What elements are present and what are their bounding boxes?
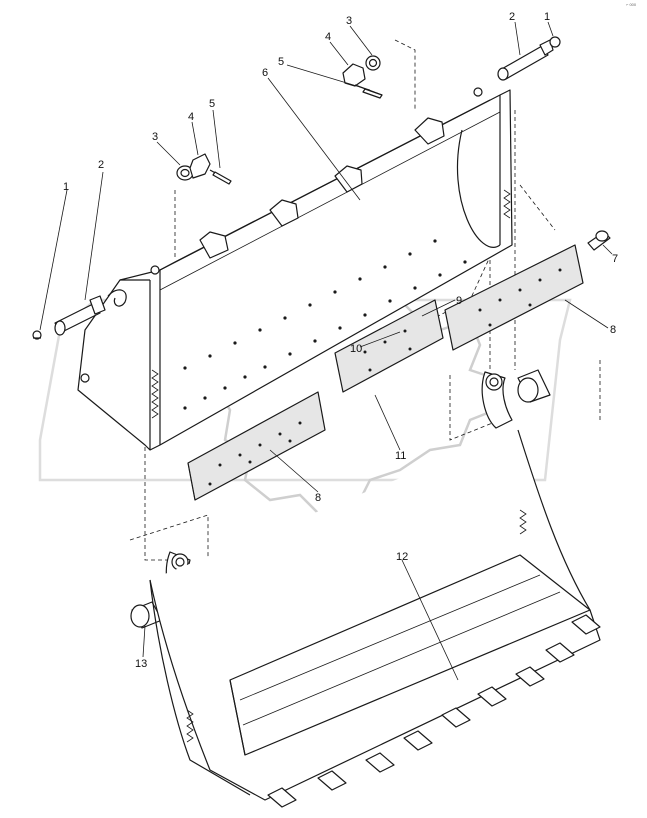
callout-6: 6 xyxy=(262,67,268,79)
callout-2-right: 2 xyxy=(509,11,515,23)
frame-plate xyxy=(77,87,513,451)
hardware-left xyxy=(32,153,232,340)
callout-4-left: 4 xyxy=(188,111,194,123)
callout-5-top: 5 xyxy=(278,56,284,68)
bolt-part-7 xyxy=(587,230,611,251)
callout-8-right: 8 xyxy=(610,324,616,336)
callout-11: 11 xyxy=(395,450,406,462)
frame-bolt-holes xyxy=(183,239,467,410)
callout-1-right: 1 xyxy=(544,11,550,23)
hardware-right xyxy=(342,36,561,99)
cutting-edge-right xyxy=(444,244,584,351)
callout-4-top: 4 xyxy=(325,31,331,43)
callout-12: 12 xyxy=(396,551,408,563)
callout-2-left: 2 xyxy=(98,159,104,171)
callout-13: 13 xyxy=(135,658,147,670)
callout-labels: 1 2 3 4 5 6 5 4 3 2 1 7 9 8 10 11 8 12 1… xyxy=(63,2,637,670)
callout-9: 9 xyxy=(456,295,462,307)
leader-lines xyxy=(39,21,613,681)
callout-8-left: 8 xyxy=(315,492,321,504)
callout-1-left: 1 xyxy=(63,181,69,193)
callout-7: 7 xyxy=(612,253,618,265)
cutting-edge-middle xyxy=(334,299,444,393)
bucket-shell xyxy=(149,429,601,808)
callout-5-left: 5 xyxy=(209,98,215,110)
cutting-edge-left xyxy=(187,391,326,501)
callout-3-top: 3 xyxy=(346,15,352,27)
callout-10: 10 xyxy=(350,343,362,355)
corner-tag: ⌐ 000 xyxy=(626,2,637,7)
bucket-teeth xyxy=(267,614,601,808)
callout-3-left: 3 xyxy=(152,131,158,143)
